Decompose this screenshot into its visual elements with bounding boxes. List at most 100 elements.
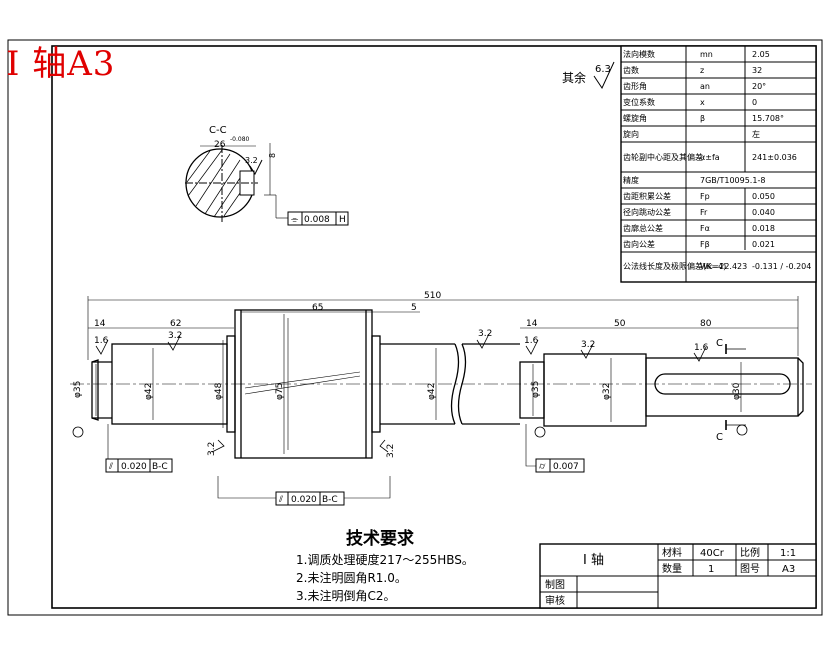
svg-text:14: 14	[526, 319, 538, 329]
param-cell: 公法线长度及极限偏差(K=4)	[623, 261, 726, 271]
svg-text:φ35: φ35	[531, 381, 541, 398]
svg-text:1.6: 1.6	[94, 336, 109, 346]
svg-text:3.2: 3.2	[207, 442, 217, 456]
svg-text:1.6: 1.6	[524, 336, 539, 346]
svg-text:比例: 比例	[740, 546, 760, 559]
svg-text:3.2: 3.2	[245, 156, 258, 165]
surface-rest-mark: 其余 6.3	[562, 61, 615, 90]
param-cell: 齿廓总公差	[623, 223, 663, 233]
svg-text:C: C	[716, 338, 723, 349]
param-cell: 241±0.036	[752, 153, 797, 162]
svg-text:62: 62	[170, 319, 181, 329]
svg-text:3.2: 3.2	[168, 331, 182, 341]
svg-text:φ75: φ75	[275, 383, 285, 400]
svg-text:C: C	[716, 432, 723, 443]
tech-req-title: 技术要求	[346, 529, 414, 549]
param-cell: 精度	[623, 175, 639, 185]
param-cell: 旋向	[623, 129, 639, 139]
datum-marks	[72, 424, 748, 438]
svg-text:80: 80	[700, 319, 712, 329]
param-cell: 径向跳动公差	[623, 207, 671, 217]
param-cell: 齿距积累公差	[623, 191, 671, 201]
svg-text:65: 65	[312, 303, 323, 313]
svg-text:H: H	[339, 215, 346, 225]
svg-text:40Cr: 40Cr	[700, 548, 725, 559]
svg-text:0.020: 0.020	[291, 495, 317, 505]
param-cell: 齿形角	[623, 81, 647, 91]
length-dims: 510 65 5 14 62 14 50 80	[87, 291, 799, 360]
svg-text:φ48: φ48	[214, 382, 224, 400]
svg-text:50: 50	[614, 319, 626, 329]
svg-text:φ42: φ42	[144, 383, 154, 400]
param-cell: 螺旋角	[623, 113, 647, 123]
param-cell: 2.05	[752, 50, 770, 59]
param-cell: 左	[752, 129, 760, 139]
tolerance-frame-3: ⌭ 0.007	[525, 424, 585, 473]
svg-text:0.007: 0.007	[553, 462, 579, 472]
param-cell: z	[700, 66, 704, 75]
param-cell: 7GB/T10095.1-8	[700, 176, 765, 185]
svg-text:510: 510	[424, 291, 441, 301]
param-cell: x	[700, 98, 705, 107]
svg-text:3.2: 3.2	[581, 340, 595, 350]
param-cell: 齿向公差	[623, 239, 655, 249]
param-cell: Fp	[700, 192, 710, 201]
param-cell: Fα	[700, 224, 710, 233]
svg-text:1:1: 1:1	[780, 548, 796, 559]
svg-text:φ30: φ30	[732, 382, 742, 400]
svg-text:材料: 材料	[662, 546, 682, 559]
param-cell: Fr	[700, 208, 708, 217]
svg-text:I 轴: I 轴	[583, 553, 604, 568]
svg-text:φ35: φ35	[73, 381, 83, 398]
svg-text:⫽: ⫽	[278, 495, 283, 505]
diameter-dims: φ42 φ48 φ75 φ42 φ32 φ30 φ35 φ35	[73, 314, 742, 454]
svg-text:1: 1	[708, 564, 714, 575]
tech-req-item-2: 2.未注明圆角R1.0。	[296, 571, 407, 585]
svg-text:A3: A3	[782, 564, 795, 575]
inner-border	[51, 45, 817, 609]
param-cell: 0.018	[752, 224, 775, 233]
section-c-c: C-C 26 -0.080 3.2 8 ⌯ 0.008 H	[185, 125, 349, 226]
svg-text:其余: 其余	[562, 70, 586, 85]
tolerance-frame-2: ⫽ 0.020 B-C	[217, 476, 391, 506]
param-cell: 齿数	[623, 65, 639, 75]
tech-req-item-1: 1.调质处理硬度217～255HBS。	[296, 553, 474, 567]
param-cell: β	[700, 114, 705, 123]
tech-req-item-3: 3.未注明倒角C2。	[296, 589, 396, 603]
param-cell: 0	[752, 98, 757, 107]
svg-text:⌯: ⌯	[291, 215, 299, 225]
tolerance-frame-1: ⫽ 0.020 B-C	[105, 424, 173, 473]
param-cell: 齿轮副中心距及其偏差	[623, 152, 703, 162]
param-cell: -0.131 / -0.204	[752, 262, 811, 271]
part-title: I 轴A3	[6, 44, 116, 84]
svg-text:φ42: φ42	[427, 383, 437, 400]
svg-text:⌭: ⌭	[539, 462, 546, 472]
svg-text:图号: 图号	[740, 563, 760, 575]
param-cell: 变位系数	[623, 97, 655, 107]
outer-border	[7, 39, 823, 616]
svg-text:6.3: 6.3	[595, 64, 611, 75]
svg-text:C-C: C-C	[209, 125, 227, 136]
title-block: I 轴 材料 40Cr 比例 1:1 数量 1 图号 A3 制图 审核	[539, 543, 817, 609]
svg-text:制图: 制图	[545, 578, 565, 591]
svg-text:14: 14	[94, 319, 106, 329]
svg-text:3.2: 3.2	[386, 444, 396, 458]
param-cell: an	[700, 82, 710, 91]
param-cell: 15.708°	[752, 114, 784, 123]
param-cell: 20°	[752, 82, 766, 91]
param-cell: α±fa	[700, 153, 720, 162]
param-cell: Wk=22.423	[700, 262, 747, 271]
svg-text:B-C: B-C	[152, 462, 168, 472]
svg-text:B-C: B-C	[322, 495, 338, 505]
svg-text:-0.080: -0.080	[230, 136, 250, 143]
svg-text:0.008: 0.008	[304, 215, 330, 225]
roughness-marks: 1.6 3.2 3.2 1.6 3.2 1.6 3.2 3.2	[94, 329, 709, 458]
svg-text:3.2: 3.2	[478, 329, 492, 339]
param-cell: Fβ	[700, 240, 710, 249]
shaft-outline	[91, 309, 804, 459]
svg-text:8: 8	[268, 153, 277, 158]
param-cell: mn	[700, 50, 713, 59]
